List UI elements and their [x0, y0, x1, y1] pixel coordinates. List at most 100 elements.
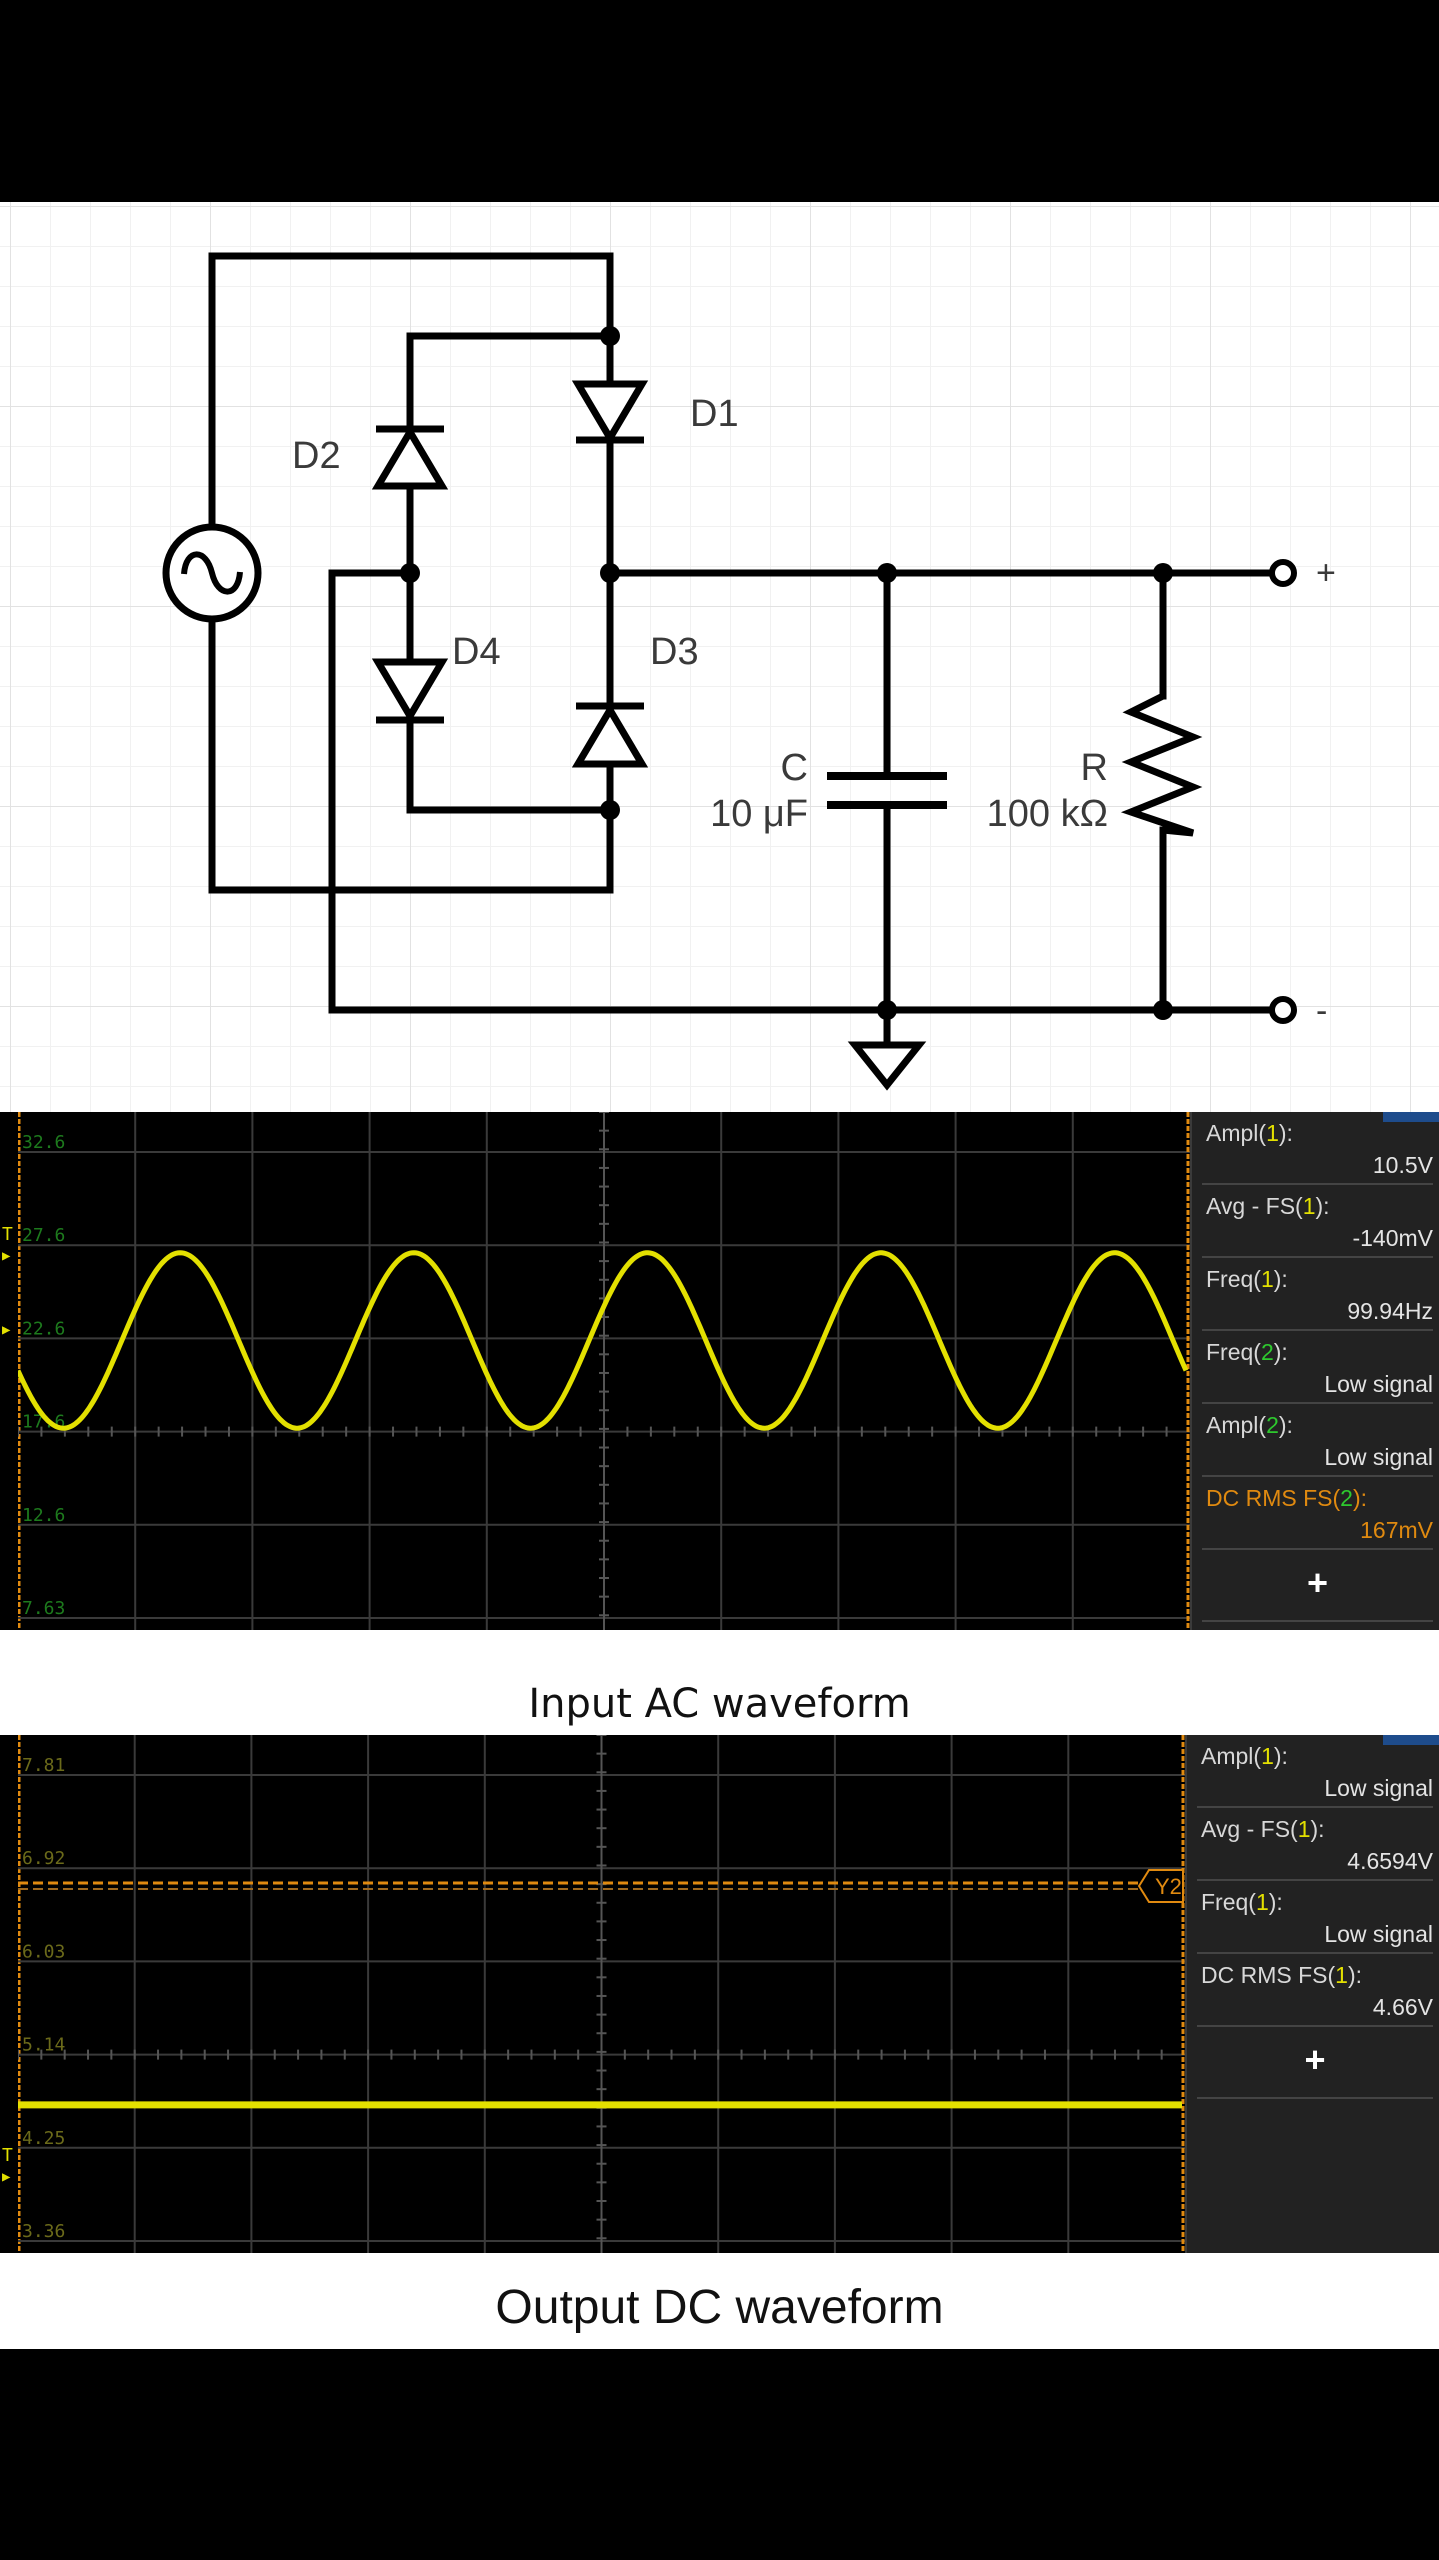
- output-caption: Output DC waveform: [0, 2253, 1439, 2349]
- y-tick-label: 12.6: [22, 1505, 65, 1526]
- capacitor-icon: [827, 772, 947, 809]
- measurement-name-text: Avg - FS(: [1206, 1193, 1303, 1219]
- trigger-arrow-icon: ▶: [2, 2169, 11, 2185]
- channel-number: 1: [1255, 1889, 1269, 1915]
- measurement-value: -140mV: [1352, 1225, 1433, 1251]
- measurement-row[interactable]: Ampl(1):10.5V: [1202, 1112, 1433, 1185]
- measurement-name-text: DC RMS FS(: [1206, 1485, 1341, 1511]
- channel-number: 1: [1260, 1266, 1274, 1292]
- measurement-name-text: DC RMS FS(: [1201, 1962, 1336, 1988]
- y-tick-label: 6.92: [22, 1848, 65, 1869]
- measurement-name-suffix: ):: [1268, 1889, 1283, 1915]
- positive-terminal-icon: [1269, 559, 1297, 587]
- resistor-label: R: [1081, 747, 1108, 789]
- measurement-value: 10.5V: [1372, 1152, 1433, 1178]
- measurement-name-text: Freq(: [1201, 1889, 1256, 1915]
- junction-dot: [877, 563, 897, 583]
- measurement-name-suffix: ):: [1352, 1485, 1368, 1511]
- measurement-name-suffix: ):: [1273, 1266, 1288, 1292]
- cursor-label: Y2: [1155, 1874, 1182, 1899]
- resistor-icon: [1120, 692, 1203, 837]
- channel-number: 1: [1335, 1962, 1348, 1988]
- wire: [208, 614, 614, 894]
- y-tick-label: 3.36: [22, 2221, 65, 2242]
- panel-tab[interactable]: [1383, 1735, 1439, 1745]
- add-measurement-button[interactable]: +: [1202, 1550, 1433, 1622]
- series-0-trace: [18, 1250, 1189, 1431]
- diode-d4-icon: [371, 658, 449, 724]
- capacitor-value: 10 μF: [710, 793, 808, 835]
- measurement-name: DC RMS FS(1):: [1201, 1962, 1362, 1989]
- measurement-row[interactable]: Freq(2):Low signal: [1202, 1331, 1433, 1404]
- measurement-row[interactable]: Freq(1):99.94Hz: [1202, 1258, 1433, 1331]
- measurement-name-suffix: ):: [1310, 1816, 1325, 1842]
- measurement-row[interactable]: Ampl(1): Low signal: [1197, 1735, 1433, 1808]
- diode-d2-icon: [371, 425, 449, 490]
- y-tick-label: 7.81: [22, 1755, 65, 1776]
- capacitor-label: C: [781, 747, 808, 789]
- channel-number: 1: [1266, 1120, 1279, 1146]
- trigger-arrow-icon: ▶: [2, 1248, 11, 1264]
- measurement-name: Avg - FS(1):: [1201, 1816, 1325, 1843]
- y-tick-label: 7.63: [22, 1598, 65, 1619]
- measurement-value: 4.66V: [1372, 1994, 1433, 2020]
- junction-dot: [400, 563, 420, 583]
- d4-label: D4: [452, 631, 501, 673]
- measurement-row[interactable]: Freq(1): Low signal: [1197, 1881, 1433, 1954]
- measurement-name-suffix: ):: [1315, 1193, 1330, 1219]
- measurement-row[interactable]: Ampl(2): Low signal: [1202, 1404, 1433, 1477]
- measurement-name-text: Ampl(: [1201, 1743, 1262, 1769]
- d2-label: D2: [292, 435, 341, 477]
- d1-label: D1: [690, 393, 739, 435]
- measurement-name-text: Ampl(: [1206, 1120, 1267, 1146]
- add-measurement-button[interactable]: +: [1197, 2027, 1433, 2099]
- measurement-value: Low signal: [1324, 1444, 1433, 1470]
- measurement-value: 167mV: [1360, 1517, 1433, 1543]
- junction-dot: [877, 1000, 897, 1020]
- measurement-name: Ampl(1):: [1201, 1743, 1288, 1770]
- negative-terminal-icon: [1269, 996, 1297, 1024]
- measurement-row[interactable]: Avg - FS(1): -140mV: [1202, 1185, 1433, 1258]
- channel-number: 2: [1340, 1485, 1353, 1511]
- y-tick-label: 5.14: [22, 2035, 65, 2056]
- measurement-name-text: Ampl(: [1206, 1412, 1267, 1438]
- input-caption: Input AC waveform: [0, 1634, 1439, 1735]
- measurement-row[interactable]: DC RMS FS(1): 4.66V: [1197, 1954, 1433, 2027]
- measurement-name: Ampl(2):: [1206, 1412, 1293, 1439]
- measurement-name-text: Avg - FS(: [1201, 1816, 1298, 1842]
- measurement-value: Low signal: [1324, 1921, 1433, 1947]
- negative-terminal-label: -: [1316, 992, 1327, 1030]
- junction-dot: [600, 563, 620, 583]
- measurement-name: Avg - FS(1):: [1206, 1193, 1330, 1220]
- ground-icon: [847, 1041, 927, 1091]
- junction-dot: [600, 800, 620, 820]
- measurement-name-suffix: ):: [1347, 1962, 1363, 1988]
- measurement-name-suffix: ):: [1273, 1743, 1288, 1769]
- measurement-value: Low signal: [1324, 1775, 1433, 1801]
- measurement-name-text: Freq(: [1206, 1339, 1261, 1365]
- measurement-value: 99.94Hz: [1347, 1298, 1433, 1324]
- measurement-row[interactable]: DC RMS FS(2): 167mV: [1202, 1477, 1433, 1550]
- diode-d1-icon: [571, 380, 649, 445]
- wire: [328, 569, 1288, 1014]
- channel-number: 2: [1260, 1339, 1274, 1365]
- positive-terminal-label: +: [1316, 554, 1336, 592]
- ac-source-icon: [162, 523, 262, 623]
- diode-d3-icon: [571, 702, 649, 768]
- y-tick-label: 27.6: [22, 1225, 65, 1246]
- cursor-tag: [1137, 1869, 1184, 1904]
- wire: [208, 252, 614, 532]
- input-scope-chart: 32.627.622.617.612.67.63: [18, 1112, 1190, 1630]
- y-tick-label: 4.25: [22, 2128, 65, 2149]
- channel-number: 1: [1261, 1743, 1274, 1769]
- measurement-name-suffix: ):: [1273, 1339, 1288, 1365]
- trigger-marker-label: T: [2, 2145, 13, 2166]
- panel-tab[interactable]: [1383, 1112, 1439, 1122]
- measurement-row[interactable]: Avg - FS(1):4.6594V: [1197, 1808, 1433, 1881]
- y-tick-label: 22.6: [22, 1318, 65, 1339]
